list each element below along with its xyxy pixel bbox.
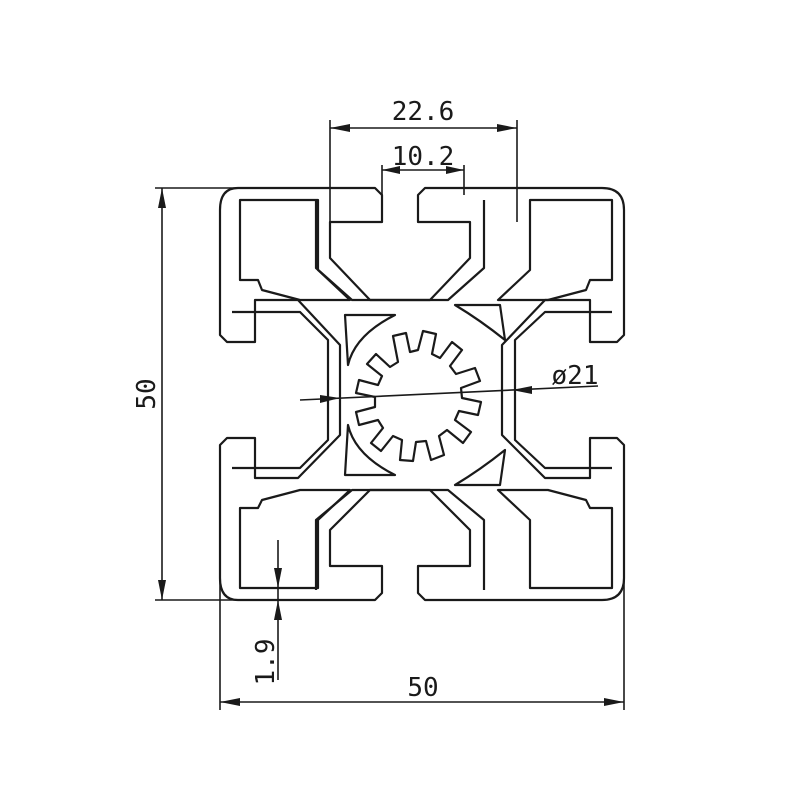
dimension-center-bore — [299, 385, 599, 403]
core-web-bottom-left — [343, 423, 397, 477]
corner-cavity-top-left — [238, 198, 352, 302]
dimension-wall-thickness-label: 1.9 — [251, 639, 281, 686]
dimension-center-bore-label: ø21 — [552, 361, 599, 391]
dimension-slot-opening — [381, 165, 465, 195]
profile-outer-outline — [218, 186, 626, 602]
dimension-slot-opening-label: 10.2 — [392, 142, 455, 172]
corner-cavity-top-right — [496, 198, 614, 302]
dimension-overall-height-label: 50 — [132, 378, 162, 409]
center-bore-gear — [354, 329, 483, 463]
dimension-wall-thickness — [274, 540, 282, 680]
dimension-overall-height — [155, 187, 238, 601]
dimension-overall-width — [219, 578, 625, 710]
dimension-top-width-label: 22.6 — [392, 97, 455, 127]
bottom-slot-inner-wall — [314, 488, 486, 590]
corner-cavity-bottom-right — [496, 488, 614, 590]
corner-cavity-bottom-left — [238, 488, 352, 590]
dimension-top-width — [329, 120, 518, 222]
core-web-top-right — [453, 303, 507, 342]
dimension-overall-width-label: 50 — [407, 673, 438, 703]
top-slot-inner-wall — [314, 200, 486, 302]
core-web-top-left — [343, 313, 397, 367]
core-web-bottom-right — [453, 448, 507, 487]
left-slot-inner-wall — [232, 310, 330, 470]
